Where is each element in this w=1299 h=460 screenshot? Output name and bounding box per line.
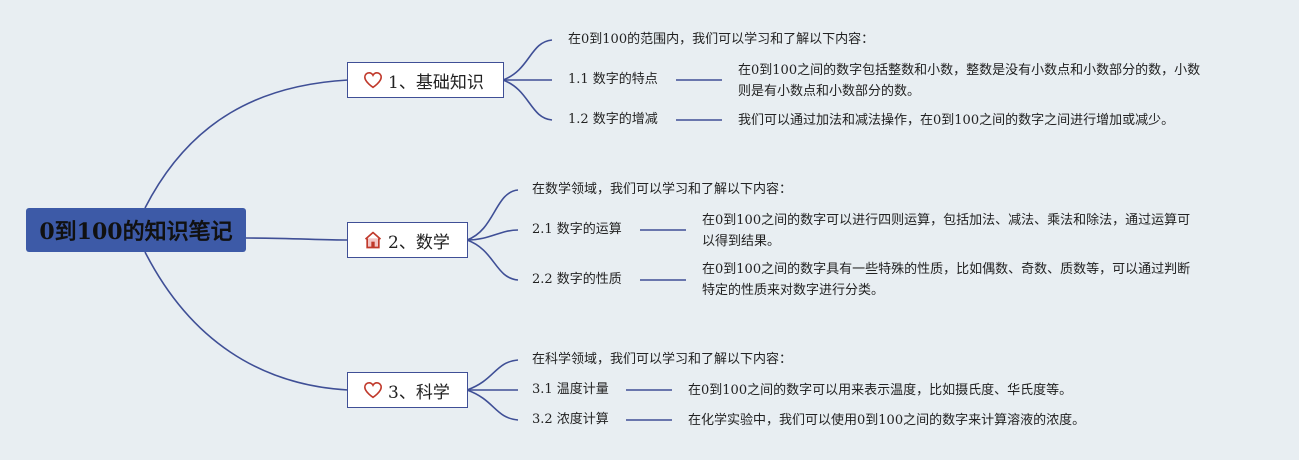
branch-label-3: 3、科学 (388, 382, 450, 403)
branch-2-item-2-label: 2.2 数字的性质 (532, 272, 622, 287)
heart-icon (362, 69, 384, 91)
connector-b3-intro (466, 359, 519, 391)
branch-1-item-1-label: 1.1 数字的特点 (568, 72, 658, 87)
connector-b1-item2 (502, 79, 553, 121)
branch-node-3[interactable]: 3、科学 (347, 372, 468, 408)
connector-b3-item2 (466, 389, 519, 421)
branch-1-item-2-desc: 我们可以通过加法和减法操作，在0到100之间的数字之间进行增加或减少。 (738, 113, 1175, 128)
branch-3-item-2-desc: 在化学实验中，我们可以使用0到100之间的数字来计算溶液的浓度。 (688, 413, 1086, 428)
branch-node-2[interactable]: 2、数学 (347, 222, 468, 258)
branch-3-item-1-desc: 在0到100之间的数字可以用来表示温度，比如摄氏度、华氏度等。 (688, 383, 1073, 398)
root-title: 0到100的知识笔记 (39, 219, 233, 245)
root-node[interactable]: 0到100的知识笔记 (26, 208, 246, 252)
connector-b2-item1 (466, 229, 519, 241)
branch-1-item-2-label: 1.2 数字的增减 (568, 112, 658, 127)
connector-root-branch-2 (245, 237, 349, 241)
connector-b1-intro (502, 39, 553, 81)
branch-3-item-1-label: 3.1 温度计量 (532, 382, 609, 397)
connector-b2-intro (466, 189, 519, 241)
connector-b2-item2 (466, 239, 519, 281)
branch-2-intro: 在数学领域，我们可以学习和了解以下内容： (532, 182, 793, 197)
heart-icon (362, 379, 384, 401)
branch-2-item-1-label: 2.1 数字的运算 (532, 222, 622, 237)
connector-root-branch-1 (144, 79, 349, 209)
branch-3-item-2-label: 3.2 浓度计算 (532, 412, 609, 427)
branch-node-1[interactable]: 1、基础知识 (347, 62, 504, 98)
branch-label-2: 2、数学 (388, 232, 450, 253)
connector-root-branch-3 (144, 251, 349, 391)
branch-1-item-1-desc: 在0到100之间的数字包括整数和小数，整数是没有小数点和小数部分的数，小数则是有… (738, 63, 1201, 99)
branch-1-intro: 在0到100的范围内，我们可以学习和了解以下内容： (568, 32, 875, 47)
branch-2-item-1-desc: 在0到100之间的数字可以进行四则运算，包括加法、减法、乘法和除法，通过运算可以… (702, 213, 1191, 249)
house-icon (362, 229, 384, 251)
branch-2-item-2-desc: 在0到100之间的数字具有一些特殊的性质，比如偶数、奇数、质数等，可以通过判断特… (702, 262, 1191, 298)
branch-3-intro: 在科学领域，我们可以学习和了解以下内容： (532, 352, 793, 367)
branch-label-1: 1、基础知识 (388, 72, 484, 93)
